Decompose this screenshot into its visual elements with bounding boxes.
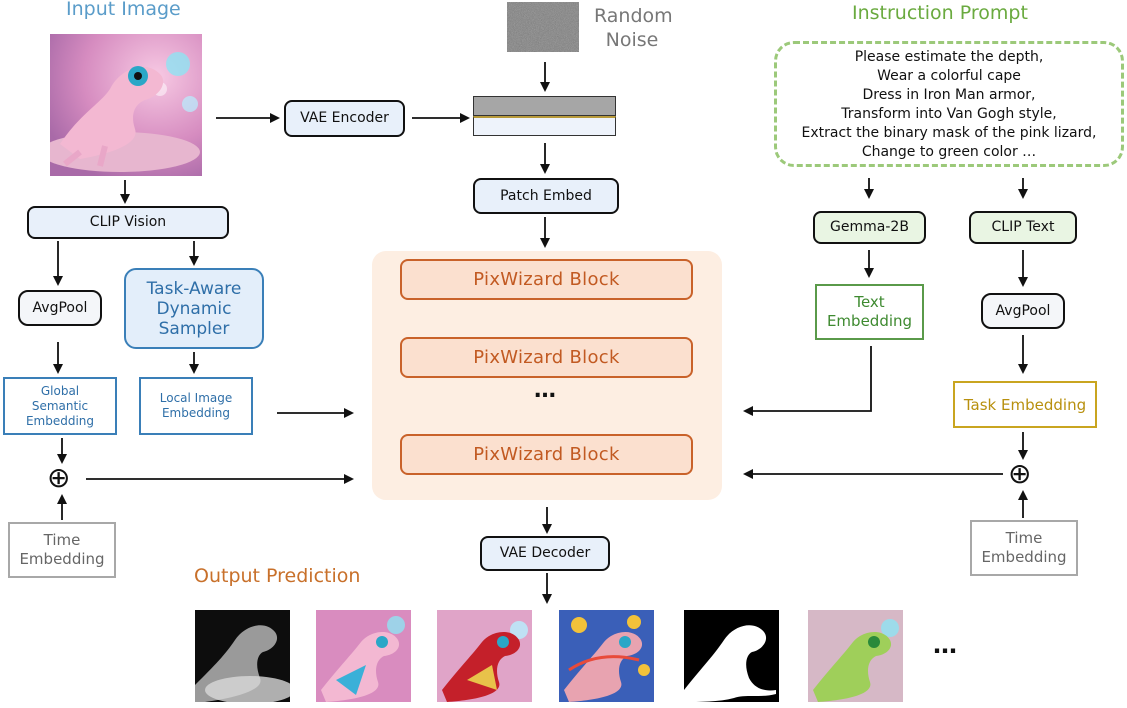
output-green-image	[808, 610, 903, 702]
instruction-prompt-box: Please estimate the depth, Wear a colorf…	[774, 41, 1124, 167]
plus-right-icon: ⊕	[1008, 457, 1032, 490]
input-lizard-image	[50, 34, 202, 176]
vae-encoder-box: VAE Encoder	[284, 100, 405, 137]
gemma-2b-box: Gemma-2B	[813, 211, 926, 244]
text-embedding-box: Text Embedding	[815, 284, 924, 340]
avgpool-right-box: AvgPool	[981, 293, 1065, 329]
prompt-line-3: Dress in Iron Man armor,	[862, 87, 1036, 103]
arrow-textemb-to-core	[743, 346, 872, 416]
time-embedding-right: Time Embedding	[970, 520, 1078, 576]
input-image-heading: Input Image	[66, 0, 181, 20]
time-left-line-2: Embedding	[19, 550, 105, 568]
local-line-1: Local Image	[159, 391, 233, 405]
prompt-line-2: Wear a colorful cape	[877, 68, 1021, 84]
prompt-line-6: Change to green color …	[861, 144, 1037, 160]
global-semantic-embedding: Global Semantic Embedding	[3, 377, 117, 435]
global-line-1: Global	[40, 383, 80, 398]
pixwizard-block-3: PixWizard Block	[400, 434, 693, 475]
vae-decoder-box: VAE Decoder	[480, 536, 610, 571]
task-aware-dynamic-sampler: Task-Aware Dynamic Sampler	[124, 268, 264, 349]
latent-noise-bar	[473, 96, 616, 116]
output-prediction-heading: Output Prediction	[194, 565, 361, 587]
output-depth-image	[195, 610, 290, 702]
avgpool-left-box: AvgPool	[18, 290, 102, 326]
pixwizard-block-1: PixWizard Block	[400, 259, 693, 300]
clip-text-box: CLIP Text	[969, 211, 1077, 244]
text-emb-line-2: Embedding	[826, 312, 913, 330]
output-cape-image	[316, 610, 411, 702]
pixwizard-ellipsis: …	[534, 378, 556, 403]
sampler-line-2: Dynamic	[156, 298, 232, 319]
time-right-line-1: Time	[1005, 529, 1043, 547]
more-outputs-ellipsis: …	[933, 631, 957, 659]
patch-embed-box: Patch Embed	[473, 178, 619, 214]
local-image-embedding: Local Image Embedding	[139, 377, 253, 435]
plus-left-icon: ⊕	[47, 461, 71, 494]
text-emb-line-1: Text	[854, 293, 885, 311]
sampler-line-3: Sampler	[158, 318, 230, 339]
time-left-line-1: Time	[43, 531, 81, 549]
task-embedding-box: Task Embedding	[953, 381, 1097, 428]
local-line-2: Embedding	[161, 406, 231, 420]
pixwizard-block-2: PixWizard Block	[400, 337, 693, 378]
latent-image-bar	[473, 116, 616, 136]
time-embedding-left: Time Embedding	[8, 522, 116, 578]
random-noise-heading: Random Noise	[594, 4, 673, 52]
random-noise-line-2: Noise	[605, 29, 659, 51]
instruction-prompt-heading: Instruction Prompt	[852, 2, 1028, 24]
random-noise-line-1: Random	[594, 5, 673, 27]
time-right-line-2: Embedding	[981, 548, 1067, 566]
global-line-2: Semantic	[31, 398, 89, 413]
random-noise-image	[507, 2, 579, 52]
sampler-line-1: Task-Aware	[146, 278, 242, 299]
output-mask-image	[684, 610, 779, 702]
output-vangogh-image	[559, 610, 654, 702]
clip-vision-box: CLIP Vision	[27, 206, 229, 239]
prompt-line-5: Extract the binary mask of the pink liza…	[801, 125, 1097, 141]
prompt-line-1: Please estimate the depth,	[854, 49, 1044, 65]
global-line-3: Embedding	[25, 413, 95, 428]
output-ironman-image	[437, 610, 532, 702]
prompt-line-4: Transform into Van Gogh style,	[841, 106, 1057, 122]
